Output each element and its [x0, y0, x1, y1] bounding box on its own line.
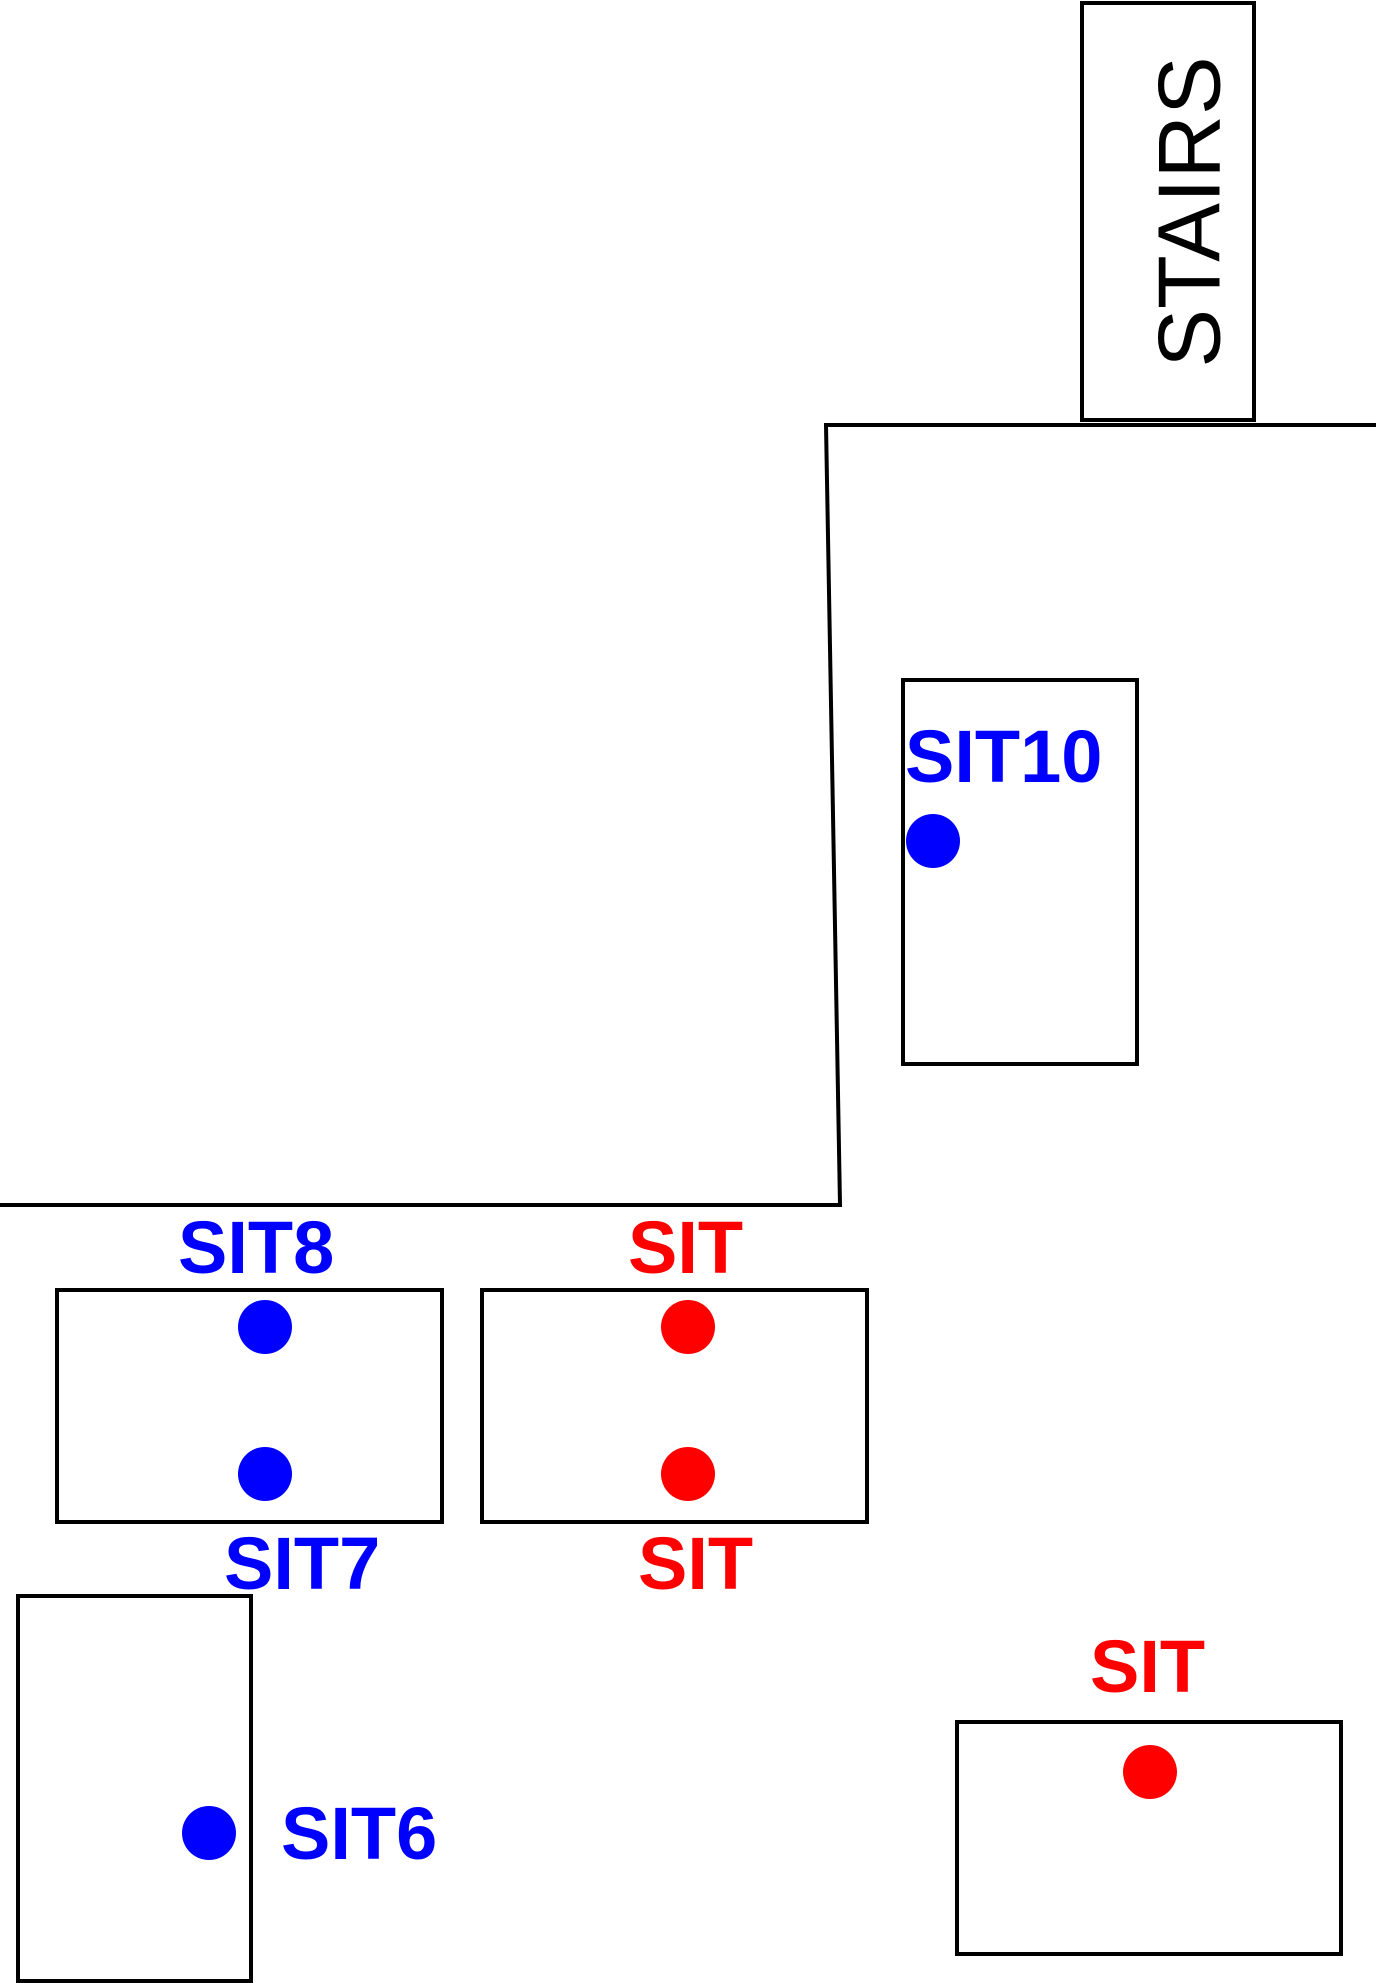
table-center: [480, 1288, 869, 1524]
seat-sit7-marker[interactable]: [238, 1447, 292, 1501]
seat-label-sit-bottom: SIT: [638, 1522, 753, 1605]
seat-sit10-marker[interactable]: [906, 814, 960, 868]
seat-label-sit-top: SIT: [628, 1206, 743, 1289]
seat-sit6-marker[interactable]: [182, 1806, 236, 1860]
table-right: [955, 1720, 1343, 1956]
stairs-box: [1080, 1, 1256, 422]
table-sit6: [16, 1594, 253, 1983]
stairs-label: STAIRS: [1139, 56, 1238, 367]
seat-label-sit8: SIT8: [178, 1206, 334, 1289]
seat-label-sit6: SIT6: [281, 1792, 437, 1875]
seat-label-sit10: SIT10: [905, 715, 1102, 798]
seat-label-sit7: SIT7: [224, 1522, 380, 1605]
seat-sit-bottom-marker[interactable]: [661, 1447, 715, 1501]
table-sit10: [901, 678, 1139, 1066]
seat-sit8-marker[interactable]: [238, 1300, 292, 1354]
table-sit7-sit8: [55, 1288, 444, 1524]
room-wall: [0, 423, 1376, 1207]
seat-sit-top-marker[interactable]: [661, 1300, 715, 1354]
seat-sit-right-marker[interactable]: [1123, 1745, 1177, 1799]
seat-label-sit-right: SIT: [1090, 1625, 1205, 1708]
